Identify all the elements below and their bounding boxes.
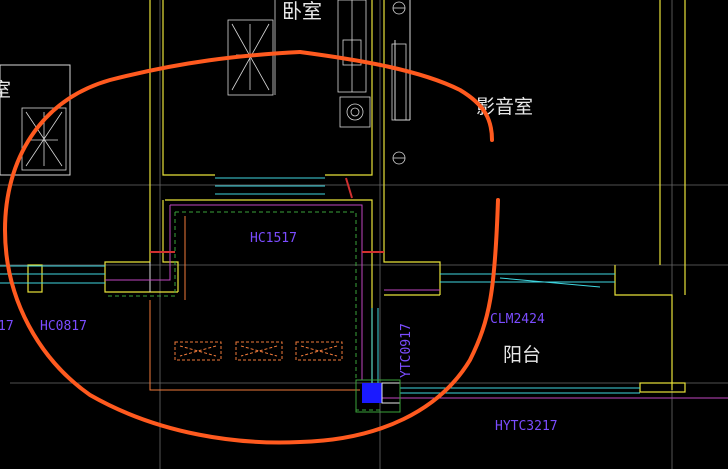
window-label-hc1517: HC1517 bbox=[250, 231, 297, 246]
lines-magenta bbox=[105, 204, 728, 399]
room-label-balcony: 阳台 bbox=[503, 344, 541, 366]
lines-green-dashed bbox=[105, 211, 380, 411]
bed-icon[interactable] bbox=[227, 0, 276, 96]
window-label-ytc0917: YTC0917 bbox=[399, 323, 414, 378]
markup-annotation-stroke bbox=[2, 50, 500, 445]
ac-unit-icon[interactable] bbox=[295, 341, 343, 361]
window-label-hytc3217: HYTC3217 bbox=[495, 419, 558, 434]
window-label-hc0817: HC0817 bbox=[40, 319, 87, 334]
ac-unit-icon[interactable] bbox=[174, 341, 222, 361]
markup-annotation-stroke bbox=[298, 50, 494, 142]
bed-icon[interactable] bbox=[21, 107, 67, 171]
nightstand-icon bbox=[339, 96, 371, 128]
lines-orange bbox=[149, 216, 360, 391]
red-markers bbox=[150, 177, 384, 253]
door-label-clm2424: CLM2424 bbox=[490, 312, 545, 327]
ac-unit-icon[interactable] bbox=[235, 341, 283, 361]
room-label-bedroom: 卧室 bbox=[282, 0, 322, 23]
room-label-left: 室 bbox=[0, 79, 11, 101]
window-label-17: 17 bbox=[0, 319, 14, 334]
walls-white bbox=[0, 0, 411, 292]
windows-cyan bbox=[0, 177, 640, 394]
fixture-icon bbox=[391, 1, 407, 165]
selection-grip-icon[interactable] bbox=[355, 379, 401, 413]
wardrobe-icon bbox=[337, 0, 367, 93]
room-label-cinema: 影音室 bbox=[476, 96, 533, 118]
walls-yellow bbox=[27, 0, 686, 393]
